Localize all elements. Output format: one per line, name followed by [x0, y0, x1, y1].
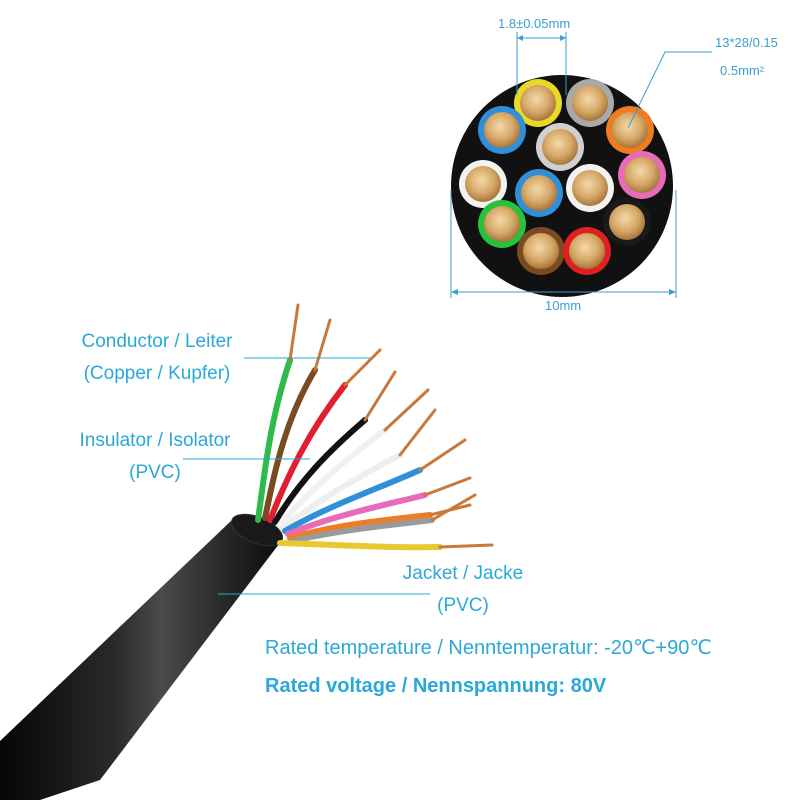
- copper-strands: [609, 204, 645, 240]
- copper-conductor-tip: [313, 318, 332, 372]
- insulated-wire: [267, 382, 348, 523]
- copper-strands: [542, 129, 578, 165]
- copper-strands: [572, 170, 608, 206]
- wire-spec-label: 13*28/0.15: [715, 35, 778, 50]
- wire-spec-leader: [627, 51, 712, 129]
- insulated-wire: [287, 512, 433, 541]
- copper-strands: [624, 157, 660, 193]
- copper-strands: [484, 112, 520, 148]
- insulator-material: (PVC): [129, 462, 181, 483]
- insulated-wire: [255, 357, 293, 523]
- jacket-material: (PVC): [437, 595, 489, 616]
- copper-conductor-tip: [343, 348, 382, 387]
- insulator-callout: Insulator / Isolator (PVC): [60, 425, 250, 489]
- insulated-wire: [279, 452, 403, 531]
- wire-area-label: 0.5mm²: [720, 63, 765, 78]
- rated-voltage: Rated voltage / Nennspannung: 80V: [265, 675, 607, 697]
- callout-leaders: [183, 357, 430, 595]
- copper-conductor-tip: [383, 388, 430, 432]
- insulated-wire: [272, 417, 368, 525]
- copper-conductor-tip: [363, 370, 397, 422]
- copper-strands: [612, 112, 648, 148]
- copper-conductor-tip: [430, 493, 477, 522]
- insulated-wire: [262, 367, 318, 521]
- cable-diameter-label: 10mm: [545, 298, 582, 313]
- copper-strands: [484, 206, 520, 242]
- copper-conductor-tip: [288, 303, 300, 362]
- copper-strands: [569, 233, 605, 269]
- copper-strands: [572, 85, 608, 121]
- copper-strands: [523, 233, 559, 269]
- jacket-callout: Jacket / Jacke (PVC): [388, 558, 538, 622]
- copper-conductor-tip: [423, 476, 472, 497]
- copper-strands: [465, 166, 501, 202]
- diameter-dimension: [450, 190, 677, 298]
- insulator-title: Insulator / Isolator: [79, 430, 231, 451]
- strand-dimension: [516, 32, 567, 95]
- conductor-callout: Conductor / Leiter (Copper / Kupfer): [62, 326, 252, 390]
- rated-temperature: Rated temperature / Nenntemperatur: -20℃…: [265, 637, 712, 659]
- conductor-material: (Copper / Kupfer): [83, 363, 231, 384]
- core-group: [459, 79, 666, 275]
- insulated-wire: [277, 540, 443, 551]
- copper-strands: [520, 85, 556, 121]
- cross-section: [450, 32, 712, 298]
- copper-strands: [521, 175, 557, 211]
- copper-conductor-tip: [398, 408, 437, 457]
- copper-conductor-tip: [438, 543, 494, 549]
- insulated-wire: [289, 517, 435, 544]
- wire-bundle: [255, 303, 494, 551]
- copper-conductor-tip: [418, 438, 467, 472]
- strand-diameter-label: 1.8±0.05mm: [498, 16, 571, 31]
- insulated-wire: [285, 492, 428, 537]
- insulated-wire: [277, 427, 388, 528]
- jacket-title: Jacket / Jacke: [402, 563, 524, 584]
- insulated-wire: [282, 467, 423, 534]
- cable-body: [0, 303, 494, 800]
- conductor-title: Conductor / Leiter: [81, 331, 233, 352]
- cable-jacket: [0, 520, 282, 800]
